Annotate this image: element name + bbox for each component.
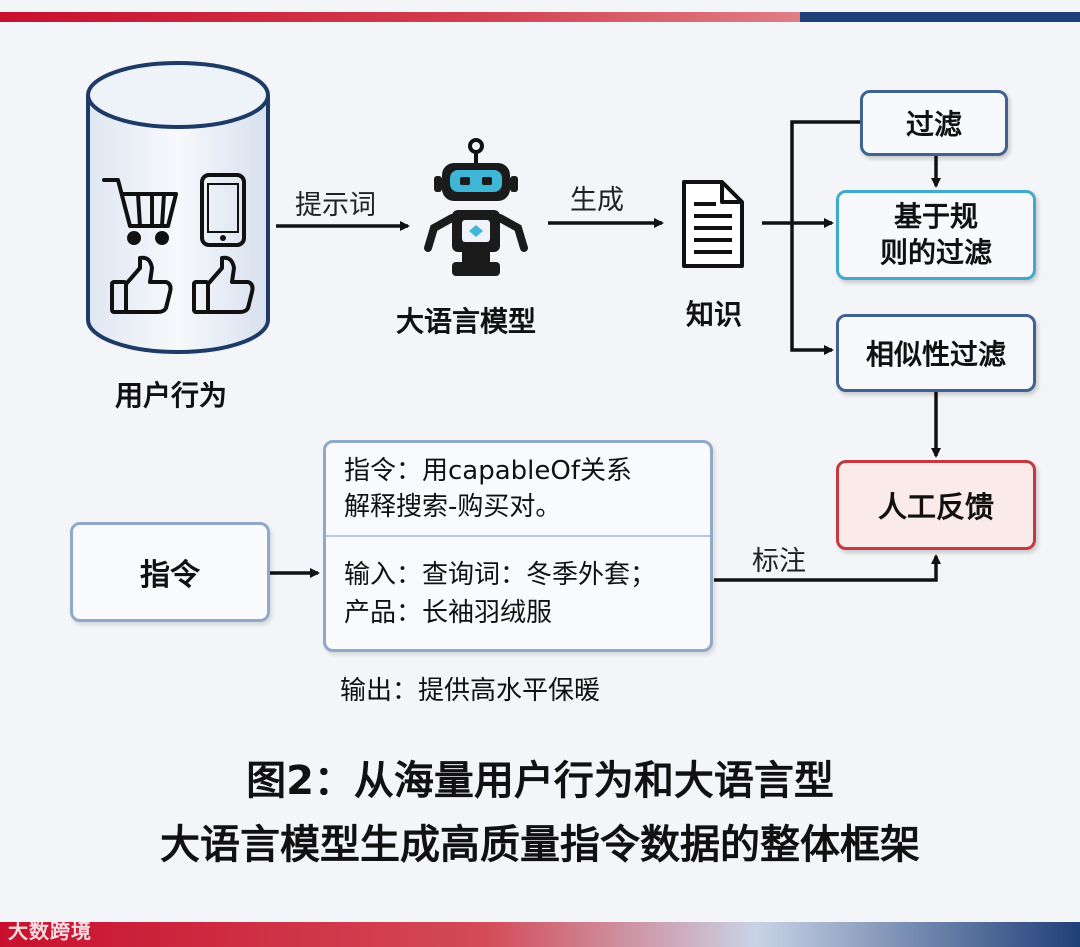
llm-label: 大语言模型 xyxy=(396,305,537,338)
instruction-box: 指令 xyxy=(70,522,270,622)
user-behavior-label: 用户行为 xyxy=(115,379,228,412)
filter-label: 过滤 xyxy=(905,108,962,141)
instruction-example-line2: 解释搜索-购买对。 xyxy=(344,492,562,522)
human-feedback-box: 人工反馈 xyxy=(836,460,1036,550)
instruction-panel-divider xyxy=(326,535,710,537)
rule-filter-label-line2: 则的过滤 xyxy=(879,236,992,269)
branch-trunk xyxy=(790,120,860,223)
instruction-example-line3: 输入：查询词：冬季外套； xyxy=(344,560,657,590)
similarity-filter-label: 相似性过滤 xyxy=(865,338,1006,371)
connectors xyxy=(270,120,941,582)
figure-caption-line2: 大语言模型生成高质量指令数据的整体框架 xyxy=(160,822,920,868)
instruction-example-line1: 指令：用capableOf关系 xyxy=(344,456,633,486)
database-cylinder-icon xyxy=(86,61,270,354)
annotate-edge-label: 标注 xyxy=(752,546,806,577)
rule-filter-box: 基于规 则的过滤 xyxy=(836,190,1036,280)
rule-filter-label-line1: 基于规 xyxy=(893,200,978,233)
arrow-to-similarity xyxy=(790,223,834,355)
filter-box: 过滤 xyxy=(860,90,1008,156)
watermark-text: 大数跨境 xyxy=(8,919,92,943)
similarity-filter-box: 相似性过滤 xyxy=(836,314,1036,392)
instruction-label: 指令 xyxy=(140,558,200,593)
figure-caption-line1: 图2：从海量用户行为和大语言型 xyxy=(246,758,834,804)
prompt-edge-label: 提示词 xyxy=(295,190,376,221)
shopping-cart-icon xyxy=(102,178,178,245)
knowledge-label: 知识 xyxy=(686,298,743,331)
smartphone-icon xyxy=(200,173,246,247)
bottom-brand-bar xyxy=(0,922,1080,947)
instruction-example-line4: 产品：长袖羽绒服 xyxy=(344,598,553,628)
top-brand-bar-red xyxy=(0,12,800,22)
thumbs-up-icon xyxy=(110,255,173,314)
human-feedback-label: 人工反馈 xyxy=(877,490,994,524)
instruction-example-output: 输出：提供高水平保暖 xyxy=(340,676,601,706)
robot-icon xyxy=(424,138,528,276)
generate-edge-label: 生成 xyxy=(570,185,624,216)
top-brand-bar-blue xyxy=(800,12,1080,22)
arrow-annotate xyxy=(714,554,941,582)
instruction-example-panel: 指令：用capableOf关系 解释搜索-购买对。 输入：查询词：冬季外套； 产… xyxy=(323,440,713,652)
thumbs-up-icon xyxy=(192,255,255,314)
document-icon xyxy=(682,180,744,268)
